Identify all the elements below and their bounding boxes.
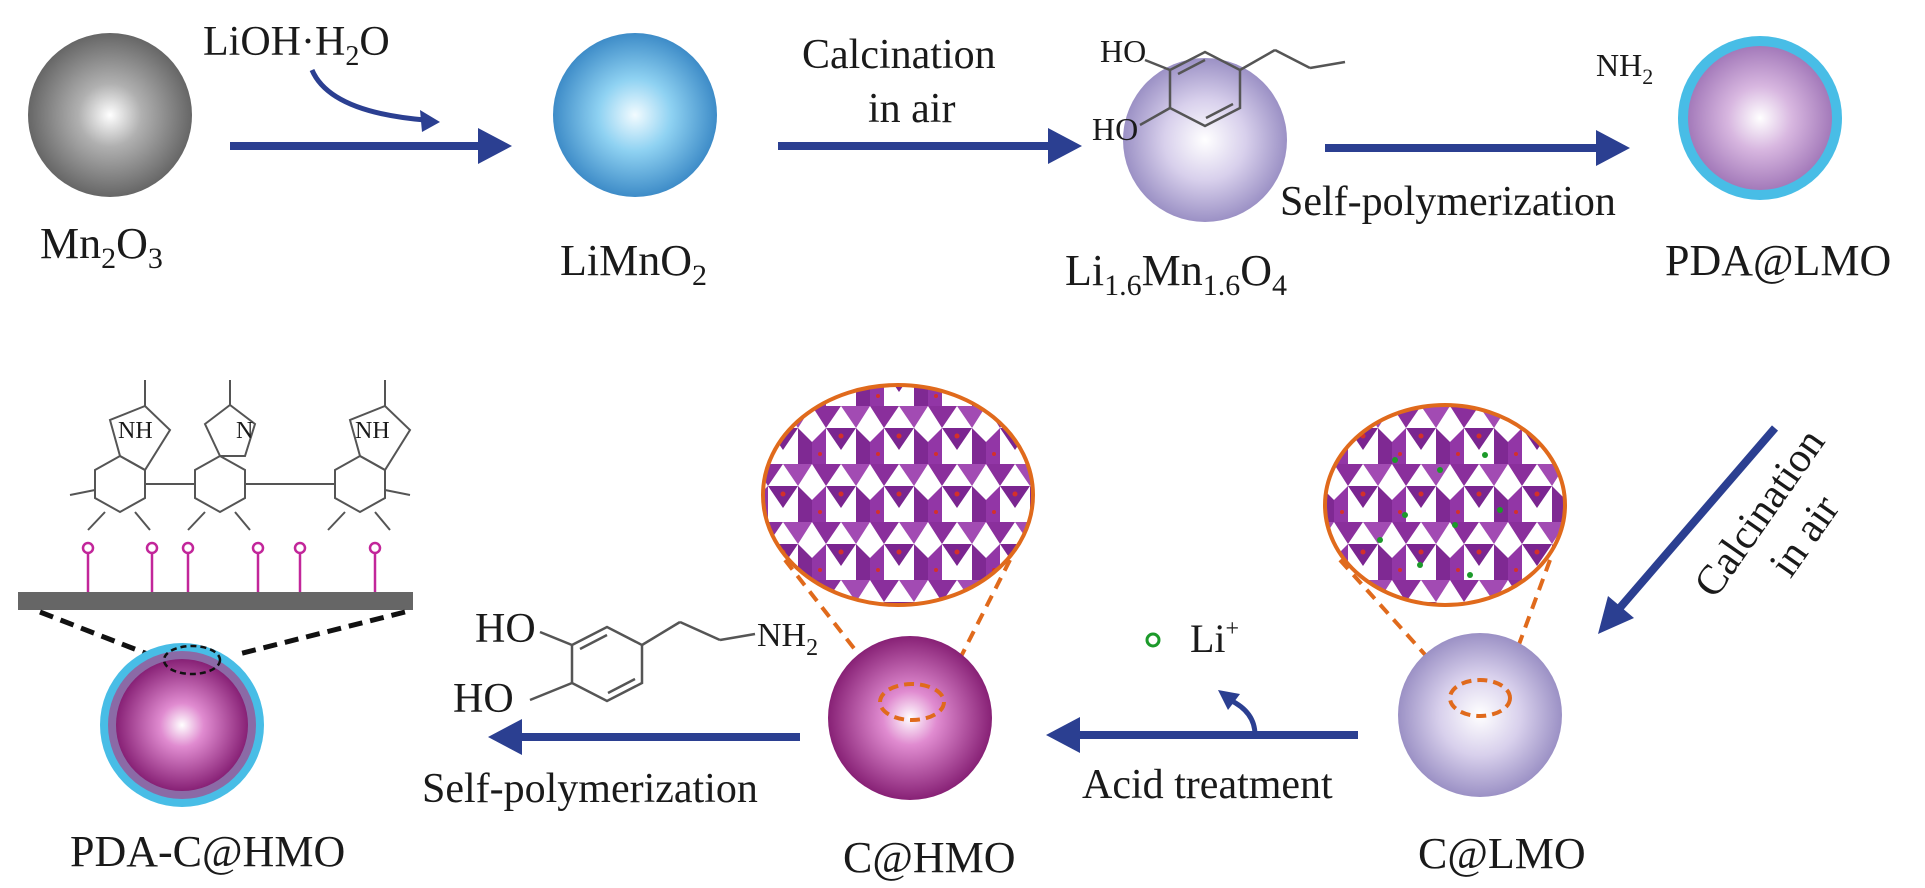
dopamine-top-ho1: HO [1100,33,1146,69]
mn2o3-label: Mn2O3 [40,219,163,275]
surface-bar [18,592,413,610]
arrow-calcination-diagonal [1614,425,1779,613]
lmo-label: Li1.6Mn1.6O4 [1065,246,1287,302]
dopamine-bottom-ho2: HO [453,676,514,722]
c-hmo-sphere [828,636,992,800]
arrow-self-poly-bottom-head [488,719,522,755]
arrow-3-head [1596,130,1630,166]
self-poly-top-label: Self-polymerization [1280,179,1616,225]
dopamine-bottom-ho1: HO [475,606,536,652]
zoom-line-right-hmo [943,559,1012,689]
c-lmo-crystal-zoom [1323,403,1567,607]
dopamine-structure-bottom [529,620,756,703]
polydopamine-chain [69,380,412,531]
li-dots [1377,452,1503,578]
oxygen-anchors [81,541,382,592]
lmo-sphere [1123,58,1287,222]
calcination-top-line1: Calcination [802,32,996,78]
reagent-arrow-head [420,110,440,132]
reagent-curved-arrow [309,68,426,123]
dopamine-structure-top [1139,48,1346,128]
c-lmo-zoom-spot [1448,678,1512,718]
li-ion-label: Li+ [1190,616,1239,661]
arrow-2-head [1048,128,1082,164]
pda-lmo-sphere [1688,46,1832,190]
dopamine-top-nh2: NH2 [1596,47,1653,89]
zoom-dash-left [39,609,151,658]
arrow-1-head [478,128,512,164]
self-poly-bottom-label: Self-polymerization [422,766,758,812]
lioh-reagent-label: LiOH·H2O [203,19,390,72]
acid-treatment-label: Acid treatment [1082,762,1333,808]
zoom-dash-right [234,609,406,658]
pda-c-hmo-sphere [116,659,248,791]
pda-c-hmo-zoom-spot [162,644,222,676]
mn2o3-sphere [28,33,192,197]
arrow-acid-head [1046,717,1080,753]
li-release-arrow [1228,697,1258,736]
arrow-calcination-diagonal-head [1598,596,1634,634]
polymer-n-mid: N [236,418,253,444]
c-hmo-zoom-spot [878,682,946,722]
zoom-line-left-hmo [783,558,887,690]
pda-c-hmo-label: PDA-C@HMO [70,827,345,876]
polymer-nh-right: NH [355,418,390,444]
polymer-nh-left: NH [118,418,153,444]
c-hmo-label: C@HMO [843,833,1016,882]
dopamine-bottom-nh2: NH2 [757,617,818,661]
c-lmo-label: C@LMO [1418,829,1586,878]
limno2-label: LiMnO2 [560,236,707,292]
li-ion-icon [1145,632,1161,648]
limno2-sphere [553,33,717,197]
calcination-top-line2: in air [868,86,955,132]
li-release-arrow-head [1218,690,1240,710]
c-hmo-crystal-zoom [761,383,1035,607]
dopamine-top-ho2: HO [1092,111,1138,147]
zoom-line-right-lmo [1501,559,1552,689]
pda-lmo-label: PDA@LMO [1665,236,1891,285]
